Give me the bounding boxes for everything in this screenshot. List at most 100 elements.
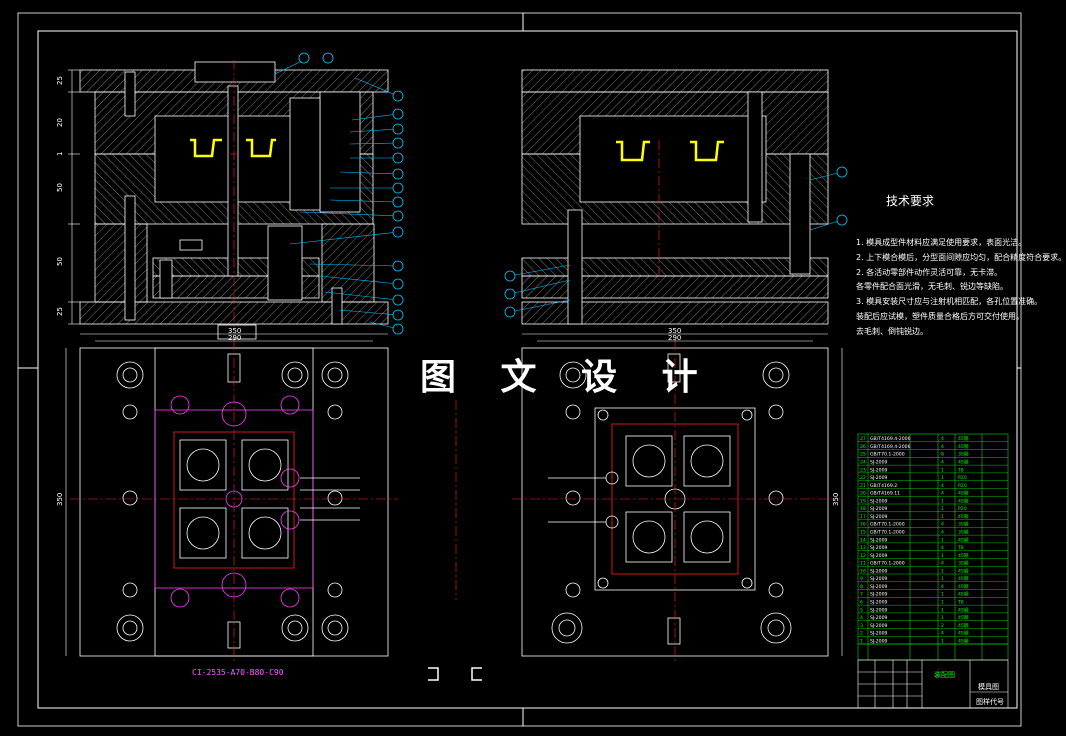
bom-cell-no: 23: [860, 467, 866, 473]
bom-cell-code: SJ-2009: [870, 545, 888, 551]
bom-cell-qty: 1: [941, 553, 944, 559]
dim-label: 1: [56, 152, 64, 156]
bom-cell-material: 35钢: [958, 560, 969, 567]
bom-cell-material: 45钢: [958, 606, 969, 613]
bom-cell-material: P20: [958, 475, 967, 481]
bom-cell-code: SJ-2009: [870, 467, 888, 473]
bom-cell-code: SJ-2009: [870, 615, 888, 621]
title-block: [857, 659, 1009, 709]
bom-cell-no: 5: [860, 607, 863, 613]
bom-cell-qty: 4: [941, 491, 944, 497]
technical-requirements-title: 技术要求: [886, 194, 935, 208]
bom-cell-qty: 1: [941, 638, 944, 644]
bom-cell-material: 45钢: [958, 490, 969, 497]
bom-cell-material: 45钢: [958, 637, 969, 644]
bom-cell-material: 35钢: [958, 451, 969, 458]
bom-cell-qty: 8: [941, 452, 944, 458]
front-leaders: [274, 57, 399, 330]
bom-cell-no: 19: [860, 498, 866, 504]
bom-cell-code: GB/T70.1-2000: [870, 452, 905, 458]
bom-cell-code: GB/T4169.2: [870, 483, 897, 489]
bom-cell-qty: 1: [941, 498, 944, 504]
dim-label: 350: [668, 327, 681, 335]
dim-label: 20: [56, 118, 64, 127]
bom-cell-qty: 1: [941, 514, 944, 520]
bom-cell-material: 45钢: [958, 513, 969, 520]
bom-cell-material: 45钢: [958, 583, 969, 590]
bom-cell-code: GB/T4169.11: [870, 491, 900, 497]
bom-cell-material: 45钢: [958, 536, 969, 543]
bom-cell-code: SJ-2009: [870, 506, 888, 512]
bom-cell-code: SJ-2009: [870, 638, 888, 644]
bom-cell-material: 45钢: [958, 443, 969, 450]
bom-cell-qty: 1: [941, 607, 944, 613]
tech-note: 2. 上下模合模后，分型面间隙应均匀，配合精度符合要求。: [856, 252, 1066, 262]
bom-cell-code: SJ-2009: [870, 475, 888, 481]
bom-cell-material: 45钢: [958, 435, 969, 442]
bom-cell-code: SJ-2009: [870, 553, 888, 559]
title-block-drawing-no: 图样代号: [976, 698, 1004, 706]
side-leaders: [509, 171, 843, 313]
bom-cell-qty: 4: [941, 561, 944, 567]
bom-cell-code: GB/T4169.4-2006: [870, 444, 911, 450]
tech-note: 1. 模具成型件材料应满足使用要求，表面光洁。: [856, 238, 1027, 247]
bom-cell-material: 45钢: [958, 575, 969, 582]
dim-label: 50: [56, 183, 64, 192]
plan-view-left-dim-labels: 350 290 350: [56, 327, 241, 506]
bom-cell-no: 24: [860, 460, 866, 466]
section-cut-marks: [428, 667, 482, 681]
bom-cell-no: 14: [860, 537, 866, 543]
bom-cell-material: 45钢: [958, 497, 969, 504]
drawing-frame: [17, 12, 1022, 727]
bom-cell-no: 16: [860, 522, 866, 528]
bom-cell-no: 3: [860, 623, 863, 629]
bom-cell-no: 4: [860, 615, 863, 621]
bom-cell-no: 13: [860, 545, 866, 551]
bom-cell-qty: 1: [941, 537, 944, 543]
bom-cell-qty: 4: [941, 522, 944, 528]
bom-cell-code: SJ-2009: [870, 584, 888, 590]
bom-cell-no: 21: [860, 483, 866, 489]
side-plastic-part: [616, 140, 724, 162]
bom-cell-qty: 2: [941, 623, 944, 629]
dim-label: 290: [668, 334, 681, 342]
side-balloons: [504, 166, 848, 318]
dim-label: 350: [832, 493, 840, 506]
bom-cell-code: GB/T70.1-2000: [870, 522, 905, 528]
plan-view-left-center-lines: [70, 340, 398, 664]
bom-cell-no: 12: [860, 553, 866, 559]
dim-label: 25: [56, 307, 64, 316]
tech-note: 2. 各活动零部件动作灵活可靠，无卡滞。: [856, 267, 1003, 277]
bom-cell-no: 27: [860, 436, 866, 442]
dim-label: 25: [56, 76, 64, 85]
mold-base-code: CI-2535-A70-B80-C90: [192, 668, 284, 677]
tech-note: 装配后应试模，塑件质量合格后方可交付使用。: [856, 311, 1024, 321]
bom-cell-qty: 1: [941, 592, 944, 598]
bom-cell-code: SJ-2009: [870, 537, 888, 543]
plan-view-right-center-lines: [455, 340, 840, 664]
bom-cell-material: P20: [958, 483, 967, 489]
bom-cell-material: T8: [957, 545, 964, 551]
bom-cell-material: 45钢: [958, 459, 969, 466]
bom-cell-no: 9: [860, 576, 863, 582]
bom-cell-qty: 1: [941, 506, 944, 512]
tech-note: 去毛刺、倒钝锐边。: [856, 326, 928, 336]
bom-cell-no: 8: [860, 584, 863, 590]
bom-cell-code: GB/T4169.4-2006: [870, 436, 911, 442]
bom-cell-no: 11: [860, 561, 866, 567]
bom-cell-qty: 4: [941, 436, 944, 442]
bom-cell-material: 45钢: [958, 622, 969, 629]
bom-cell-no: 2: [860, 631, 863, 637]
bom-cell-code: SJ-2009: [870, 498, 888, 504]
front-dimension-lines: [68, 69, 80, 325]
dim-label: 290: [228, 334, 241, 342]
bom-cell-no: 10: [860, 568, 866, 574]
dim-label: 350: [228, 327, 241, 335]
title-block-sheet-label: 模具图: [978, 683, 999, 691]
dim-label: 50: [56, 257, 64, 266]
plan-view-right-dim-labels: 350 290 350: [668, 327, 840, 506]
bom-cell-code: SJ-2009: [870, 568, 888, 574]
bom-cell-qty: 4: [941, 631, 944, 637]
bom-cell-no: 20: [860, 491, 866, 497]
front-balloons: [298, 52, 404, 335]
